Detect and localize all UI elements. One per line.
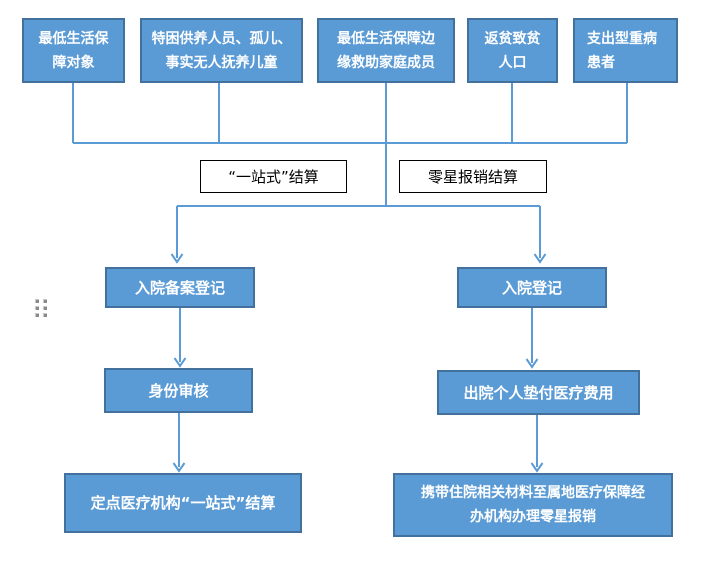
node-text-line: 支出型重病 [587,30,657,47]
node-min-living-security: 最低生活保 障对象 [22,18,125,83]
drag-handle-icon[interactable] [35,299,48,319]
node-text-line: 患者 [587,54,615,71]
node-text-line: 事实无人抚养儿童 [165,54,278,71]
node-designated-institution-one-stop-settlement: 定点医疗机构“一站式”结算 [64,473,302,533]
node-text-line: 携带住院相关材料至属地医疗保障经 [421,485,645,501]
node-poverty-return-population: 返贫致贫 人口 [467,18,558,83]
node-text-line: 身份审核 [148,381,209,400]
node-text-line: 入院备案登记 [134,278,225,297]
node-text-line: 特困供养人员、孤儿、 [151,30,292,47]
node-text-line: 最低生活保障边 [337,30,435,47]
label-text: 零星报销结算 [427,168,518,186]
node-text-line: 障对象 [52,54,95,71]
label-text: “一站式”结算 [228,168,319,186]
label-one-stop-settlement: “一站式”结算 [200,160,347,193]
handle-dot [43,306,47,310]
node-text-line: 缘救助家庭成员 [337,54,435,71]
node-bring-materials-reimbursement: 携带住院相关材料至属地医疗保障经 办机构办理零星报销 [393,473,673,537]
label-sporadic-reimbursement-settlement: 零星报销结算 [399,160,547,193]
node-marginal-family-members: 最低生活保障边 缘救助家庭成员 [317,18,455,83]
handle-dot [43,299,47,303]
node-text-line: 返贫致贫 [484,30,541,47]
node-expenditure-serious-illness: 支出型重病 患者 [573,18,678,83]
node-discharge-self-payment: 出院个人垫付医疗费用 [437,370,640,415]
node-text-line: 办机构办理零星报销 [470,509,596,525]
node-text-line: 出院个人垫付医疗费用 [463,383,614,402]
handle-dot [35,306,39,310]
node-text-line: 最低生活保 [38,30,109,47]
node-admission-filing-registration: 入院备案登记 [105,267,255,308]
handle-dot [35,299,39,303]
node-identity-verification: 身份审核 [104,368,253,413]
node-text-line: 人口 [498,54,527,71]
node-text-line: 入院登记 [501,278,562,297]
node-destitute-orphans: 特困供养人员、孤儿、 事实无人抚养儿童 [140,18,303,83]
node-text-line: 定点医疗机构“一站式”结算 [90,494,276,512]
node-admission-registration: 入院登记 [457,267,607,308]
handle-dot [35,313,39,317]
handle-dot [43,313,47,317]
